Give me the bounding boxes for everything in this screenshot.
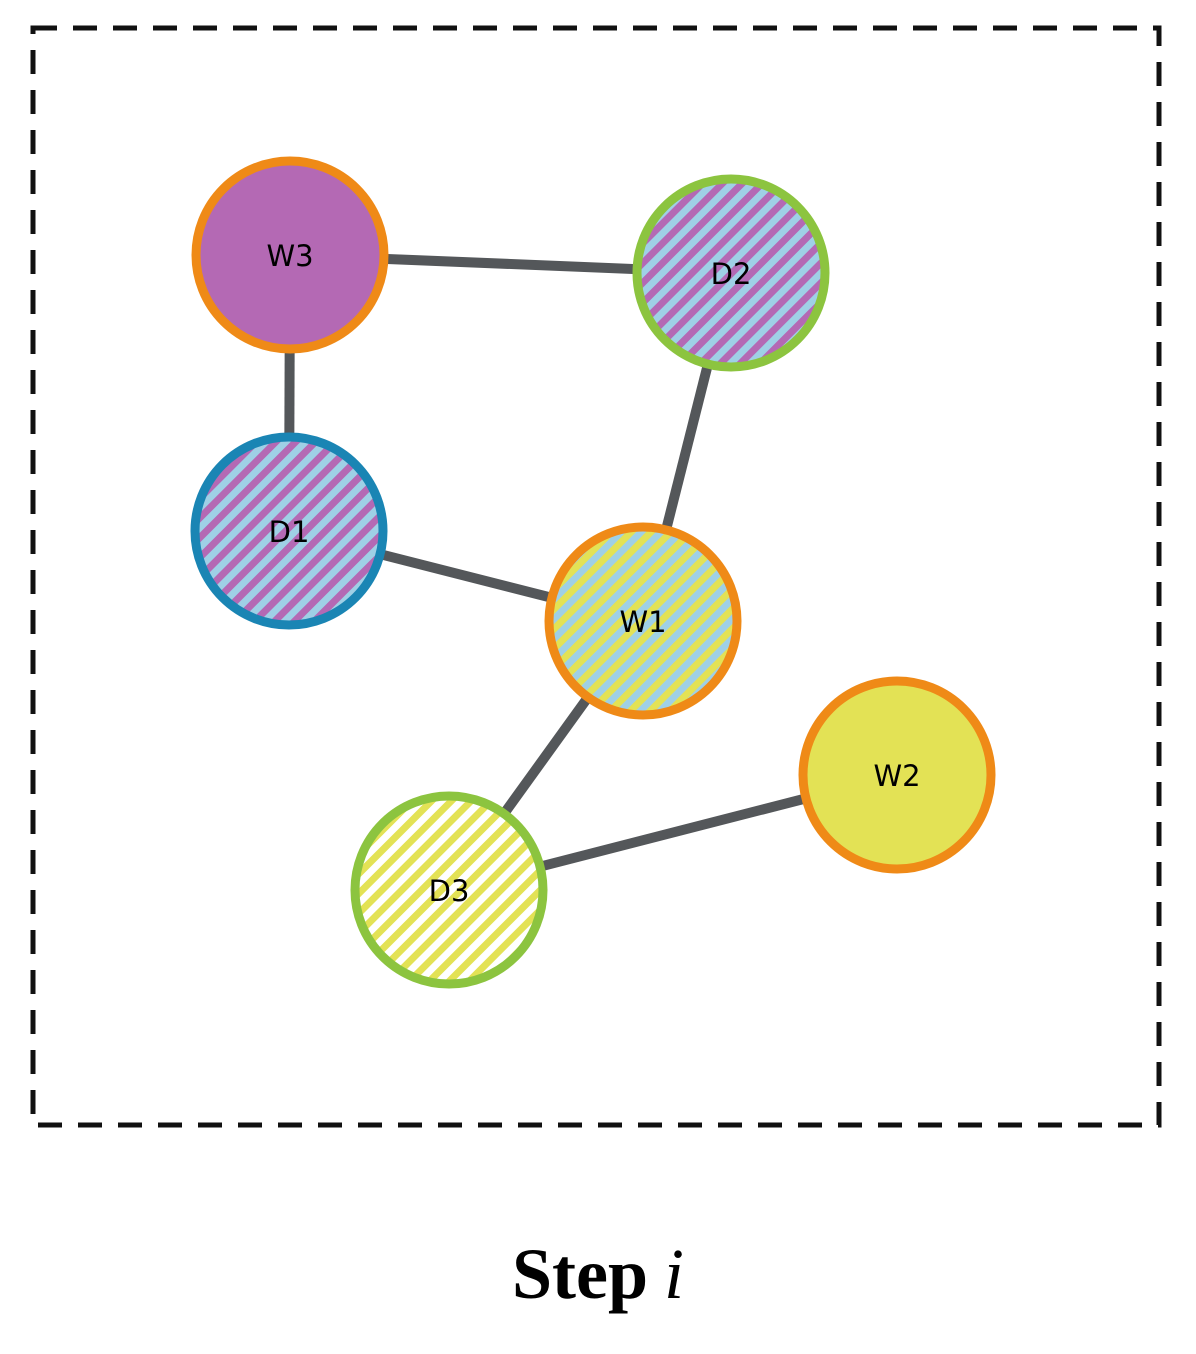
node-d3: D3 [350, 791, 548, 989]
node-circle-d2 [632, 174, 830, 372]
dashed-frame [30, 25, 1162, 1128]
node-d2: D2 [632, 174, 830, 372]
node-label-w2: W2 [873, 759, 920, 793]
node-label-d3: D3 [429, 874, 470, 908]
node-w1: W1 [544, 522, 742, 720]
caption-word: Step [511, 1234, 648, 1314]
node-circle-d3 [350, 791, 548, 989]
node-circle-w2 [798, 676, 996, 874]
caption-variable: i [664, 1234, 685, 1314]
node-d1: D1 [190, 432, 388, 630]
node-label-d2: D2 [711, 257, 752, 291]
node-label-w1: W1 [619, 605, 666, 639]
node-label-w3: W3 [266, 239, 313, 273]
node-label-d1: D1 [269, 515, 310, 549]
node-w3: W3 [191, 156, 389, 354]
node-circle-d1 [190, 432, 388, 630]
node-circle-w3 [191, 156, 389, 354]
node-circle-w1 [544, 522, 742, 720]
node-w2: W2 [798, 676, 996, 874]
